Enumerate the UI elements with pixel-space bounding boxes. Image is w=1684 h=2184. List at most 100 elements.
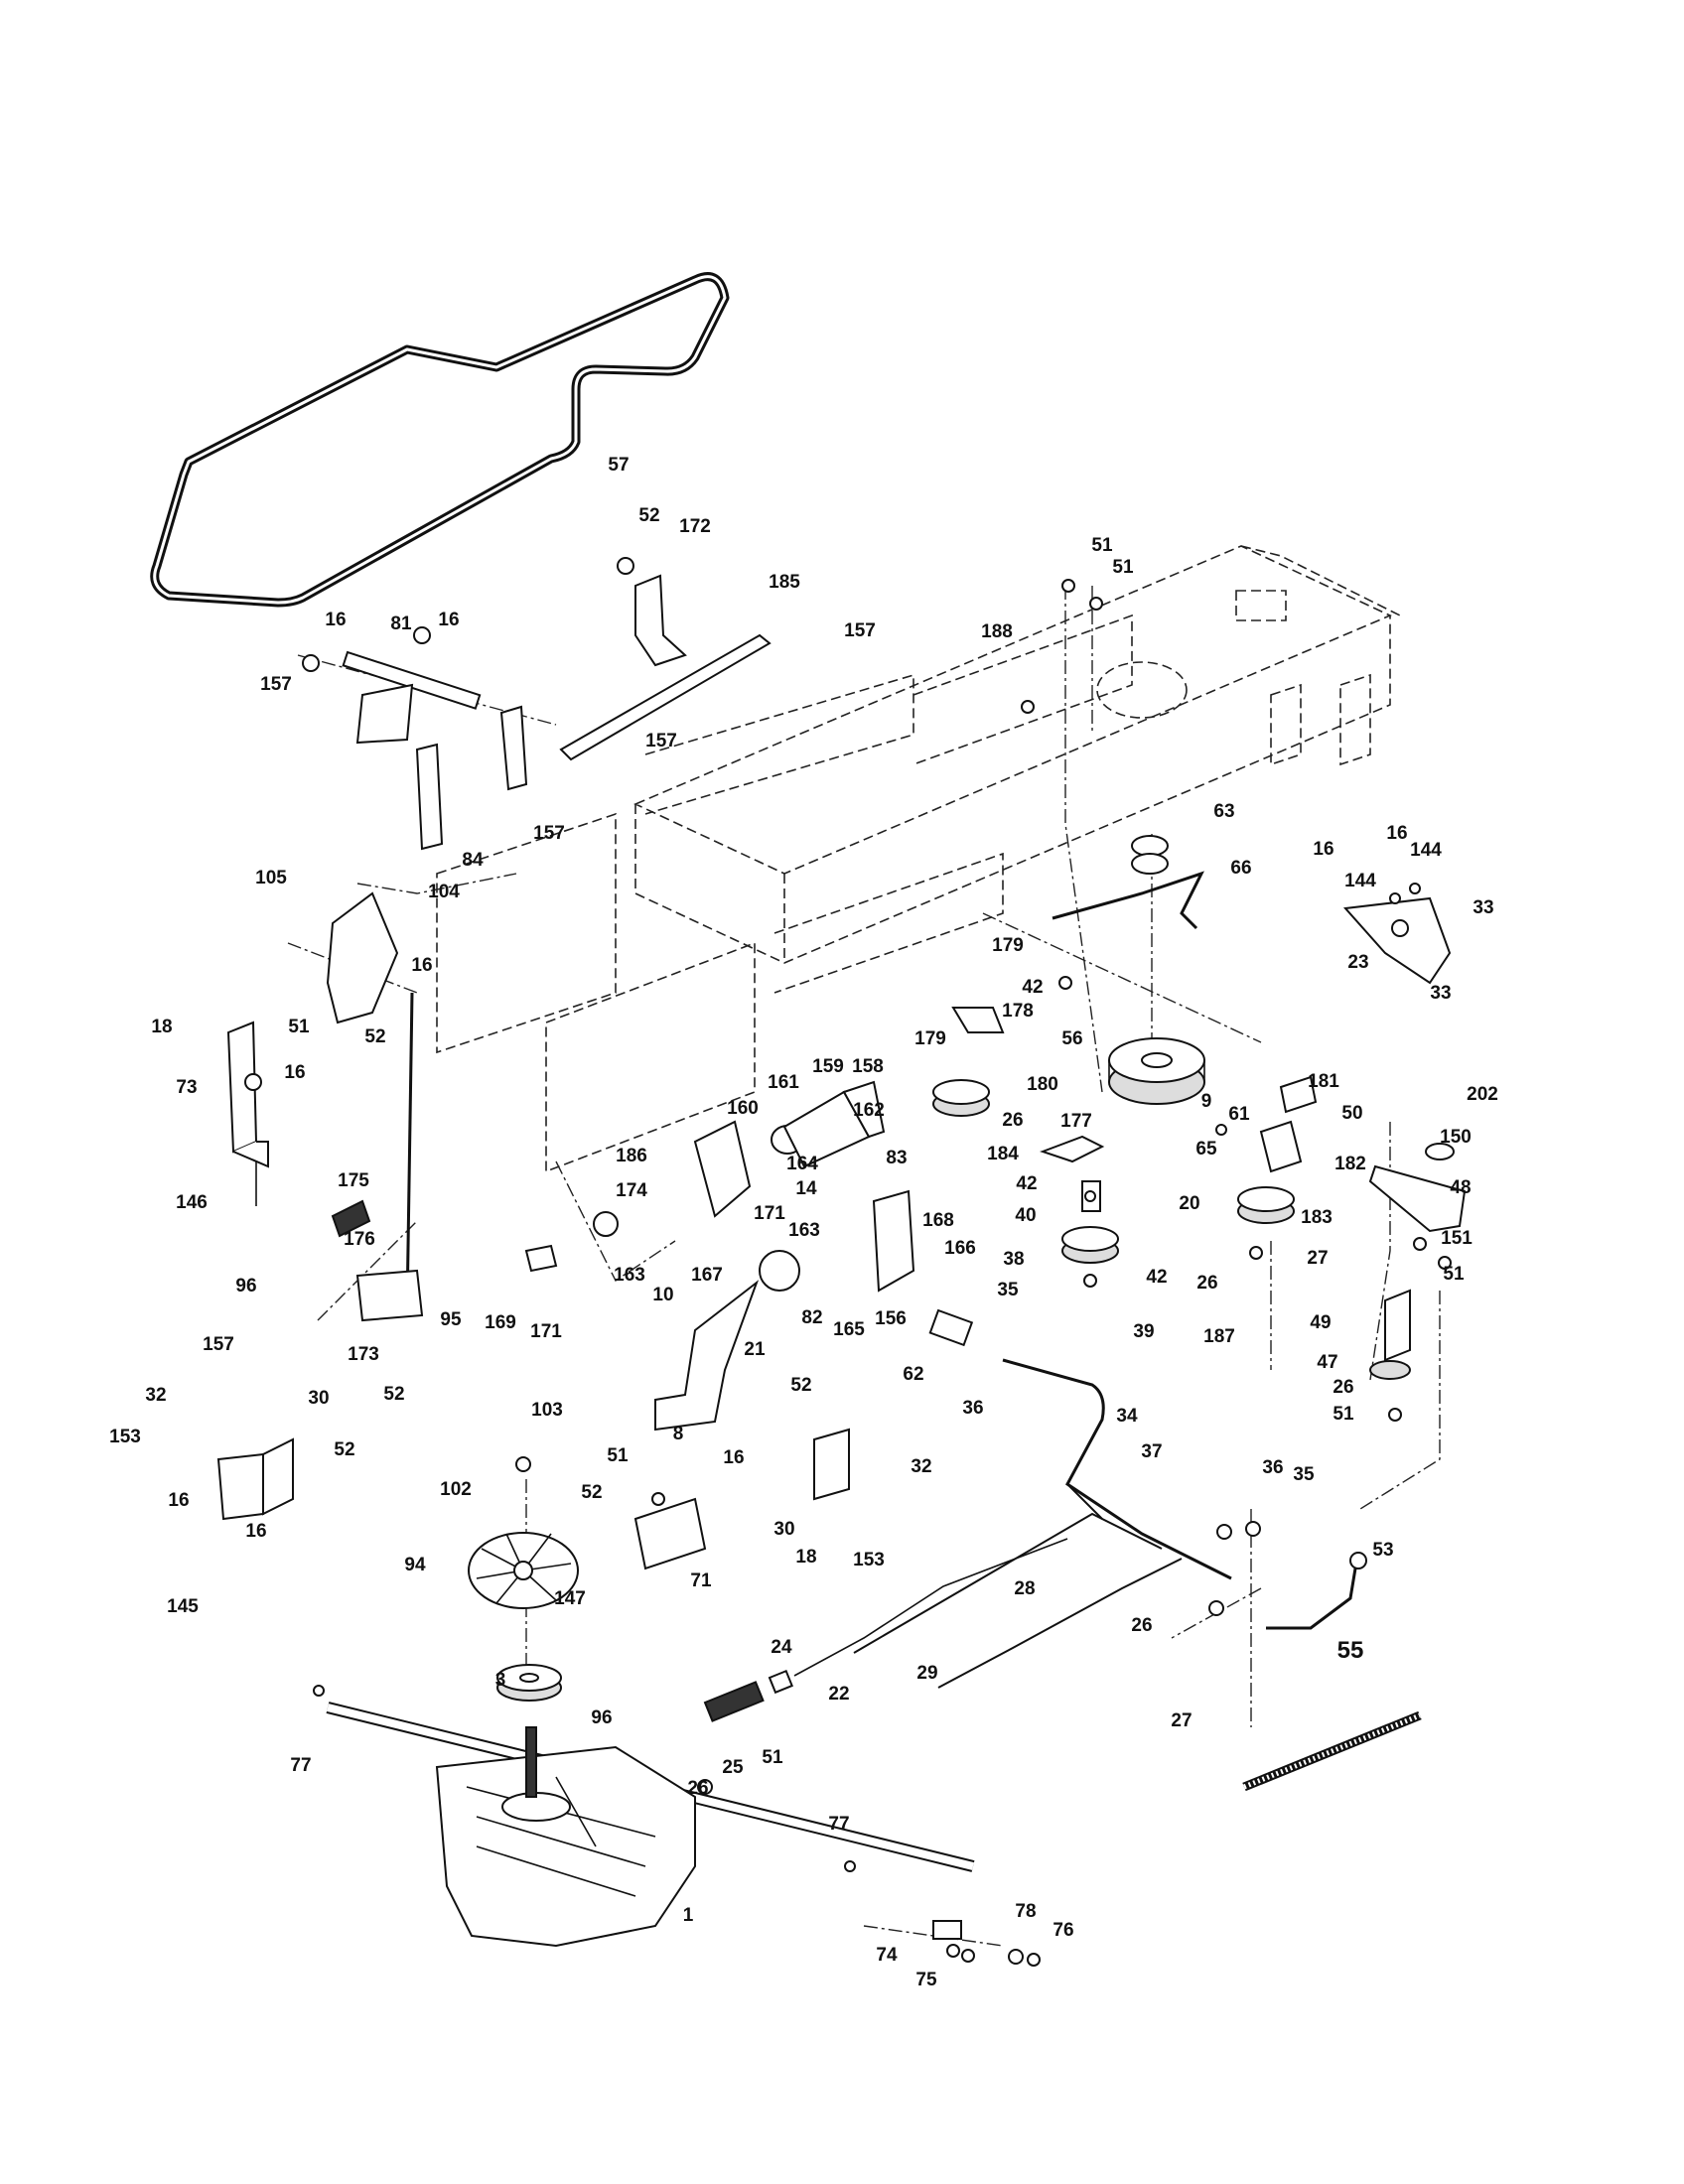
- callout-184: 184: [987, 1144, 1019, 1164]
- callout-25: 25: [722, 1757, 744, 1778]
- frame-outline: [436, 545, 1401, 1173]
- callout-160: 160: [727, 1098, 759, 1119]
- callout-163: 163: [788, 1220, 820, 1241]
- callout-157: 157: [645, 731, 677, 751]
- callout-16: 16: [325, 610, 346, 630]
- callout-18: 18: [151, 1017, 172, 1037]
- callout-26: 26: [1333, 1377, 1353, 1398]
- callout-49: 49: [1310, 1312, 1331, 1333]
- callout-151: 151: [1441, 1228, 1473, 1249]
- callout-71: 71: [690, 1570, 712, 1591]
- callout-61: 61: [1228, 1104, 1250, 1125]
- part-linkage-rods: [793, 1358, 1367, 1689]
- callout-26: 26: [1196, 1273, 1217, 1294]
- callout-153: 153: [853, 1550, 885, 1570]
- callout-146: 146: [176, 1192, 208, 1213]
- callout-66: 66: [1230, 858, 1251, 879]
- callout-16: 16: [411, 955, 432, 976]
- callout-39: 39: [1133, 1321, 1154, 1342]
- callout-145: 145: [167, 1596, 199, 1617]
- callout-81: 81: [390, 614, 412, 634]
- callout-52: 52: [790, 1375, 811, 1396]
- part-73-bracket: [226, 1021, 269, 1206]
- callout-178: 178: [1002, 1001, 1034, 1022]
- callout-16: 16: [723, 1447, 744, 1468]
- callout-153: 153: [109, 1427, 141, 1447]
- callout-18: 18: [795, 1547, 816, 1568]
- callout-14: 14: [795, 1178, 817, 1199]
- callout-9: 9: [1201, 1091, 1212, 1112]
- callout-171: 171: [754, 1203, 785, 1224]
- callout-16: 16: [284, 1062, 305, 1083]
- part-57-drive-belt: [150, 272, 730, 608]
- callout-42: 42: [1016, 1173, 1037, 1194]
- callout-172: 172: [679, 516, 711, 537]
- callout-51: 51: [762, 1747, 783, 1768]
- part-3-pulley: [496, 1664, 562, 1702]
- callout-26: 26: [687, 1778, 708, 1799]
- callout-28: 28: [1014, 1578, 1035, 1599]
- callout-165: 165: [833, 1319, 865, 1340]
- callout-50: 50: [1341, 1103, 1362, 1124]
- part-66-178-177-links: [951, 871, 1204, 1163]
- part-1-transaxle: [326, 1702, 975, 1948]
- callout-38: 38: [1003, 1249, 1024, 1270]
- callout-179: 179: [914, 1028, 946, 1049]
- callout-55: 55: [1337, 1637, 1364, 1664]
- callout-16: 16: [168, 1490, 189, 1511]
- callout-52: 52: [383, 1384, 404, 1405]
- callout-35: 35: [997, 1280, 1019, 1300]
- callout-35: 35: [1293, 1464, 1315, 1485]
- callout-182: 182: [1334, 1154, 1366, 1174]
- callout-20: 20: [1179, 1193, 1199, 1214]
- callout-82: 82: [801, 1307, 822, 1328]
- callout-24: 24: [771, 1637, 792, 1658]
- callout-52: 52: [638, 505, 659, 526]
- callout-62: 62: [903, 1364, 923, 1385]
- callout-51: 51: [288, 1017, 310, 1037]
- callout-52: 52: [364, 1026, 385, 1047]
- callout-57: 57: [608, 455, 629, 476]
- callout-16: 16: [1313, 839, 1333, 860]
- callout-73: 73: [176, 1077, 197, 1098]
- part-81-84-104-pivot: [302, 626, 528, 1024]
- callout-30: 30: [773, 1519, 794, 1540]
- callout-179: 179: [992, 935, 1024, 956]
- callout-94: 94: [404, 1555, 426, 1575]
- callout-187: 187: [1203, 1326, 1235, 1347]
- callout-51: 51: [1091, 535, 1113, 556]
- callout-174: 174: [616, 1180, 647, 1201]
- callout-169: 169: [485, 1312, 516, 1333]
- callout-157: 157: [844, 620, 876, 641]
- part-25-spring: [703, 1669, 793, 1722]
- callout-8: 8: [673, 1424, 684, 1444]
- callout-27: 27: [1307, 1248, 1328, 1269]
- callout-157: 157: [203, 1334, 234, 1355]
- callout-47: 47: [1317, 1352, 1337, 1373]
- callout-183: 183: [1301, 1207, 1333, 1228]
- callout-167: 167: [691, 1265, 723, 1286]
- callout-180: 180: [1027, 1074, 1058, 1095]
- callout-105: 105: [255, 868, 287, 888]
- callout-26: 26: [1002, 1110, 1023, 1131]
- callout-181: 181: [1308, 1071, 1339, 1092]
- callout-65: 65: [1195, 1139, 1217, 1160]
- callout-84: 84: [462, 850, 484, 871]
- callout-164: 164: [786, 1154, 818, 1174]
- callout-95: 95: [440, 1309, 462, 1330]
- callout-173: 173: [348, 1344, 379, 1365]
- callout-104: 104: [428, 882, 460, 902]
- callout-52: 52: [581, 1482, 602, 1503]
- part-158-162-cluster: [524, 1080, 915, 1293]
- callout-77: 77: [290, 1755, 311, 1776]
- callout-48: 48: [1450, 1177, 1471, 1198]
- callout-33: 33: [1473, 897, 1493, 918]
- callout-163: 163: [614, 1265, 645, 1286]
- callout-33: 33: [1430, 983, 1451, 1004]
- callout-186: 186: [616, 1146, 647, 1166]
- callout-156: 156: [875, 1308, 907, 1329]
- callout-168: 168: [922, 1210, 954, 1231]
- callout-37: 37: [1141, 1441, 1162, 1462]
